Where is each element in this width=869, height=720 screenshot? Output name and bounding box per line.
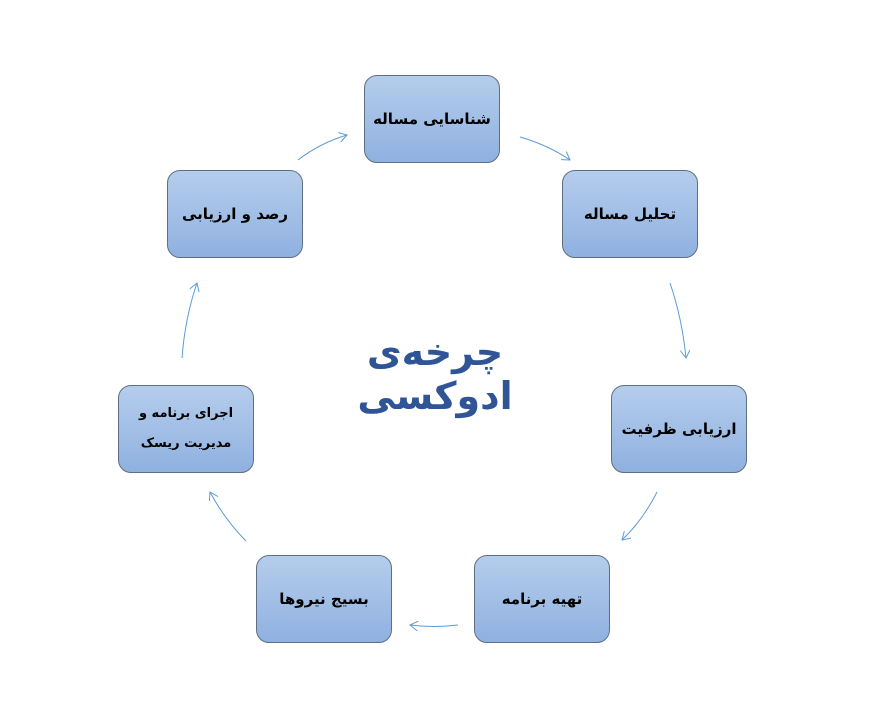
arrow-1-to-2 [519, 136, 570, 160]
step-problem-analysis: تحلیل مساله [562, 170, 698, 258]
step-problem-identification: شناسایی مساله [364, 75, 500, 163]
step-plan-preparation: تهیه برنامه [474, 555, 610, 643]
step-implementation-risk: اجرای برنامه و مدیریت ریسک [118, 385, 254, 473]
step-capacity-assessment: ارزیابی ظرفیت [611, 385, 747, 473]
arrow-4-to-5 [410, 625, 459, 627]
arrow-5-to-6 [210, 492, 247, 542]
diagram-title: چرخه‌ی ادوکسی [357, 330, 513, 418]
arrow-3-to-4 [622, 491, 658, 540]
step-mobilization: بسیج نیروها [256, 555, 392, 643]
arrow-7-to-1 [297, 135, 347, 161]
arrow-2-to-3 [669, 282, 686, 358]
step-monitoring-evaluation: رصد و ارزیابی [167, 170, 303, 258]
arrow-6-to-7 [181, 283, 197, 359]
